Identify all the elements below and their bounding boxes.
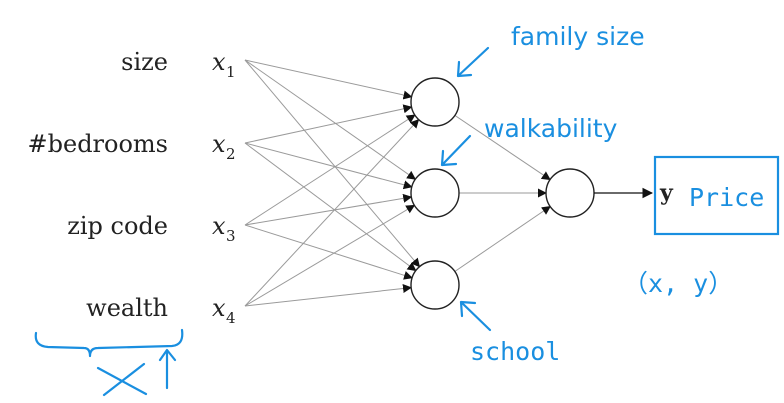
input-variable-x1: x 1 (212, 48, 236, 81)
edge-x3-h3 (244, 224, 413, 280)
svg-text:x: x (212, 294, 226, 322)
input-brace (34, 328, 184, 358)
input-variable-x4: x 4 (212, 294, 236, 327)
feature-label-wealth: wealth (86, 294, 168, 322)
annotation-school: school (470, 337, 560, 366)
svg-text:1: 1 (226, 63, 236, 81)
svg-text:2: 2 (226, 145, 236, 163)
edge-x1-h1 (244, 59, 413, 100)
feature-label-size: size (121, 48, 168, 76)
svg-text:x: x (212, 212, 226, 240)
feature-label-bedrooms: #bedrooms (28, 130, 168, 158)
edge-x4-h3 (244, 284, 412, 307)
annotation-walkability: walkability (484, 114, 618, 143)
hidden-node-3 (410, 260, 460, 310)
edge-x1-h2 (244, 59, 417, 180)
walkability-arrow (440, 134, 472, 167)
brace-up-arrow (158, 348, 177, 390)
svg-text:x: x (212, 48, 226, 76)
edge-x3-h1 (244, 114, 416, 226)
svg-text:4: 4 (226, 309, 236, 327)
network-edges (244, 59, 551, 307)
school-arrow (459, 300, 492, 332)
annotation-price: Price (689, 183, 764, 212)
edge-x2-h1 (244, 104, 413, 144)
price-box (653, 155, 780, 236)
output-label-y: y (659, 180, 674, 206)
hidden-node-1 (410, 77, 460, 127)
input-variable-x2: x 2 (212, 130, 236, 163)
edge-x4-h1 (244, 118, 420, 307)
edge-x4-h2 (244, 204, 416, 307)
annotation-family-size: family size (511, 22, 645, 51)
family-size-arrow (456, 46, 490, 78)
edge-x2-h3 (244, 142, 417, 272)
feature-label-zip-code: zip code (67, 212, 168, 240)
edge-x3-h2 (244, 193, 413, 226)
cross-mark (96, 362, 148, 397)
edge-x1-h3 (244, 59, 421, 268)
annotation-xy-pair: （x, y） (623, 269, 733, 298)
input-variable-x3: x 3 (212, 212, 236, 245)
edge-x2-h2 (244, 142, 413, 190)
hidden-node-2 (410, 168, 460, 218)
output-node (545, 168, 595, 218)
svg-text:3: 3 (226, 227, 236, 245)
svg-text:x: x (212, 130, 226, 158)
